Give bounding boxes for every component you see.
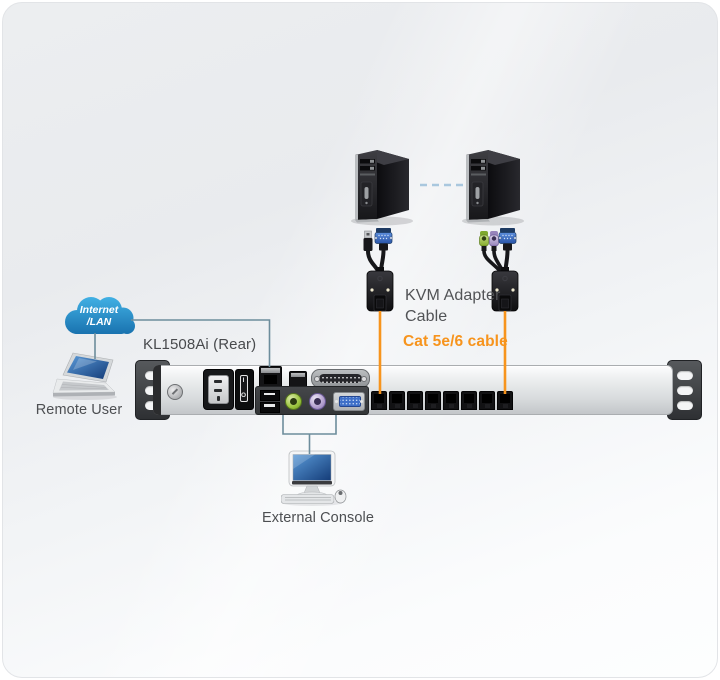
kvm-port-4 [425,391,441,410]
bracket-slot [676,385,693,395]
power-socket-inner [208,375,229,404]
external-console-label: External Console [261,510,375,526]
console-usb-port-1 [260,390,280,401]
kvm-adapter-cable-label-line2: Cable [405,308,448,325]
cloud-label: Internet /LAN [61,304,137,328]
ps2-keyboard-connector-icon [489,231,499,251]
kvm-port-7 [479,391,495,410]
bracket-slot [144,400,161,410]
line-cloud-to-lan-port [131,319,271,367]
adapter2-module [491,267,519,312]
keyboard-icon [281,494,335,504]
db25-screw [314,376,320,382]
internet-cloud-icon [65,297,135,334]
kvm-adapter-cable-label-line1: KVM Adapter [405,287,501,304]
vga-screw [360,399,363,403]
adapter2-mouse-cable [482,249,502,273]
kvm-port-row [371,391,513,410]
kvm-adapter-cable-2 [479,228,519,312]
bracket-slot [144,370,161,380]
remote-user-laptop-icon [52,352,117,400]
kvm-port-5 [443,391,459,410]
mouse-icon [334,489,347,504]
remote-user-label: Remote User [35,402,123,418]
vga-screw [335,399,338,403]
cloud-label-line2: /LAN [86,316,112,328]
console-ps2-mouse-port [285,392,302,410]
vga-connector-icon [498,228,517,251]
kvm-port-1 [371,391,387,410]
cat-cable-label: Cat 5e/6 cable [403,333,508,350]
kvm-port-3 [407,391,423,410]
adapter1-module [366,267,394,312]
kvm-adapter-cable-1 [363,228,394,312]
device-name-label: KL1508Ai (Rear) [143,336,257,353]
power-on-mark: I [242,377,245,384]
line-device-to-external-console [282,415,337,454]
console-usb-port-2 [260,401,280,413]
ps2-mouse-connector-icon [479,231,489,251]
power-rocker: I O [239,375,248,402]
power-socket [203,369,234,410]
kvm-port-2 [389,391,405,410]
kvm-port-6 [461,391,477,410]
power-off-mark: O [240,391,247,399]
kvm-adapter-cable-label: KVM Adapter Cable [405,285,525,327]
device-end-cap [153,365,161,415]
console-vga-port [333,391,365,411]
grounding-screw [167,384,183,400]
bracket-slot [676,400,693,410]
external-console-computer-icon [281,450,347,506]
console-ps2-keyboard-port [309,392,326,410]
connection-lines [94,183,507,454]
bracket-slot [676,370,693,380]
db25-screw [361,376,367,382]
serial-db25-port [311,369,370,388]
db25-pins [319,373,362,383]
lan-port [259,366,282,388]
power-switch: I O [235,369,254,410]
console-port-panel [255,386,369,415]
kvm-port-8 [497,391,513,410]
usb-connector-icon [363,230,373,251]
vga-connector-icon [374,228,393,251]
bracket-slot [144,385,161,395]
cloud-label-line1: Internet [79,304,119,316]
